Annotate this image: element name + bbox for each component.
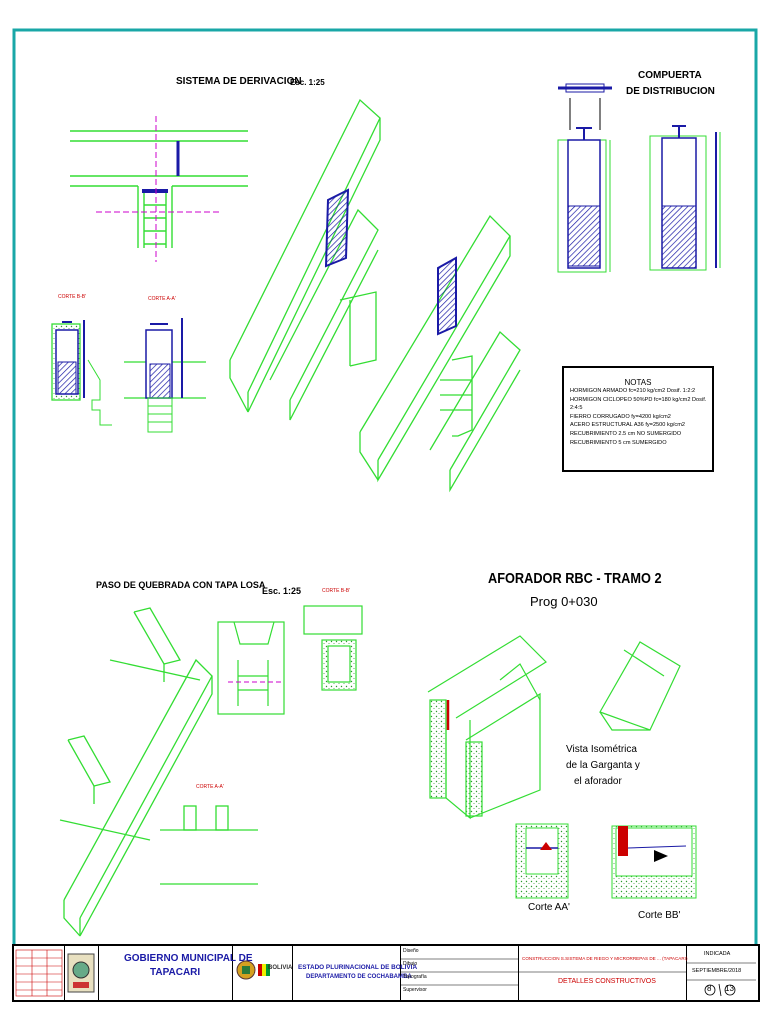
project-cell: CONSTRUCCION S.SISTEMA DE RIEGO Y MICROR… [518,946,687,1000]
roles-grid [400,958,518,986]
org-name-2: TAPACARI [150,967,201,978]
notes-line: HORMIGON ARMADO fc=210 kg/cm2 Dosif. 1:2… [570,388,696,394]
aforador-prog: Prog 0+030 [530,594,598,609]
iso-caption-3: el aforador [574,776,622,787]
paso-corte-bb [303,605,363,691]
derivacion-isometric [229,98,521,493]
aforador-throat-iso [599,641,681,731]
state-name: ESTADO PLURINACIONAL DE BOLIVIA [298,964,418,971]
meta-grid [686,962,756,997]
notes-line: RECUBRIMIENTO 5 cm SUMERGIDO [570,439,667,446]
label-paso-corte-aa: CORTE A-A' [196,784,224,790]
compuerta-section-1 [557,127,611,273]
revision-table [14,946,65,1000]
aforador-corte-bb [611,825,697,899]
iso-caption-2: de la Garganta y [566,760,640,771]
isometric-gate-2 [437,256,457,336]
aforador-corte-aa [515,823,569,899]
scale-paso: Esc. 1:25 [262,586,302,596]
revision-grid [15,949,63,997]
label-corte-bb: CORTE B-B' [58,294,87,300]
notes-line: FIERRO CORRUGADO fy=4200 kg/cm2 [570,413,671,420]
title-compuerta: COMPUERTA [638,70,702,81]
state-cell: ESTADO PLURINACIONAL DE BOLIVIA DEPARTAM… [292,946,417,1000]
org-cell: GOBIERNO MUNICIPAL DE TAPACARI [98,946,253,1000]
notes-line: HORMIGON CICLOPEO 50%PD fc=180 kg/cm2 Do… [570,396,707,412]
notes-header: NOTAS [624,378,652,387]
title-compuerta-2: DE DISTRIBUCION [626,86,715,97]
derivacion-plan [70,130,248,248]
org-name-1: GOBIERNO MUNICIPAL DE [124,953,253,964]
compuerta-top-view [558,83,612,130]
notes-line: RECUBRIMIENTO 2.5 cm NO SUMERGIDO [570,430,682,437]
label-aforo-corte-aa: Corte AA' [528,902,570,913]
notes-line: ACERO ESTRUCTURAL A36 fy=2500 kg/cm2 [570,422,685,429]
scale-derivacion: Esc. 1:25 [290,78,325,87]
sheet-name: DETALLES CONSTRUCTIVOS [558,978,656,985]
notes-box: NOTAS HORMIGON ARMADO fc=210 kg/cm2 Dosi… [562,366,714,472]
municipal-seal-cell [64,946,99,1000]
paso-isometric [59,607,213,937]
role-label: Diseño [403,948,419,954]
municipal-seal-icon [67,953,95,993]
role-label: Dibujo [403,961,418,967]
aforador-isometric [427,635,547,820]
corte-aa-drawing [124,318,206,433]
paso-plan [217,621,285,715]
label-aforo-corte-bb: Corte BB' [638,910,681,921]
project-divider [518,971,686,973]
title-sistema-derivacion: SISTEMA DE DERIVACION [176,76,302,87]
scale-value: INDICADA [704,951,731,957]
sheet-total: 13 [725,984,734,993]
title-aforador: AFORADOR RBC - TRAMO 2 [488,570,662,587]
state-logo-cell: BOLIVIA [232,946,293,1000]
state-department: DEPARTAMENTO DE COCHABAMBA [306,974,412,980]
paso-corte-aa [160,805,258,885]
title-block: GOBIERNO MUNICIPAL DE TAPACARI BOLIVIA E… [12,944,760,1002]
title-paso-quebrada: PASO DE QUEBRADA CON TAPA LOSA [96,580,266,590]
bolivia-coat-icon [236,960,270,980]
roles-cell: Diseño Dibujo Topografía Supervisor [400,946,519,1000]
iso-caption-1: Vista Isométrica [566,744,637,755]
meta-cell: INDICADA SEPTIEMBRE/2018 8 13 [686,946,756,1000]
role-label: Supervisor [403,987,427,993]
project-name: CONSTRUCCION S.SISTEMA DE RIEGO Y MICROR… [522,956,688,961]
isometric-gate-1 [324,188,350,268]
logo-text: BOLIVIA [268,965,293,971]
date-value: SEPTIEMBRE/2018 [692,968,742,974]
label-corte-aa: CORTE A-A' [148,296,176,302]
compuerta-section-2 [649,125,721,271]
sheet-number: 8 [707,984,712,993]
derivacion-gate-slot [142,189,168,193]
role-label: Topografía [403,974,427,980]
corte-bb-drawing [51,320,112,426]
label-paso-corte-bb: CORTE B-B' [322,588,351,594]
